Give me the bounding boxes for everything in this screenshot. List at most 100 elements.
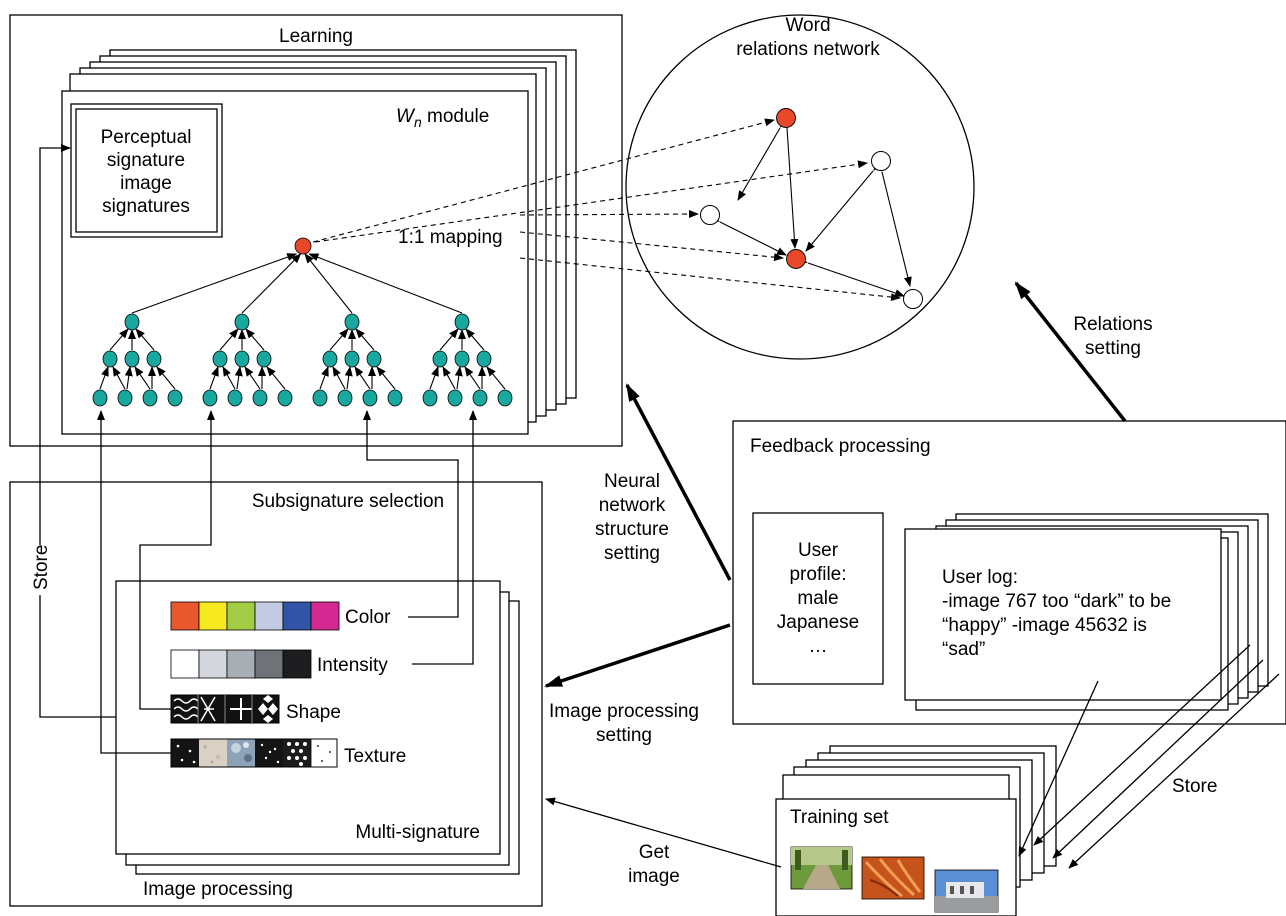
root-node-red (294, 237, 312, 255)
user-profile-box (752, 512, 884, 685)
svg-text:User: User (798, 540, 839, 561)
tree-1-mid-node (124, 350, 140, 368)
network-circle (625, 14, 975, 360)
svg-text:Store: Store (31, 545, 52, 590)
mapping-dashed-lines (312, 118, 901, 302)
user-log-line-1: User log: (942, 567, 1018, 588)
color-swatch (310, 601, 340, 631)
user-log-line-4: “sad” (942, 639, 985, 660)
word-node-bottom-right (903, 289, 923, 309)
tree-3-leaf-node (312, 389, 328, 407)
flow-labels: Relations setting Neural network structu… (549, 314, 1217, 887)
neural-trees (92, 253, 513, 407)
tree-3-mid-node (344, 350, 360, 368)
multi-signature-label: Multi-signature (355, 822, 480, 843)
color-swatch (282, 601, 312, 631)
svg-text:Japanese: Japanese (777, 612, 859, 633)
tree-2-leaf-node (252, 389, 268, 407)
tree-4-mid-node (454, 350, 470, 368)
relations-label-2: setting (1085, 338, 1141, 359)
learning-title: Learning (279, 26, 353, 47)
tree-1-leaf-node (117, 389, 133, 407)
feature-connectors (39, 144, 477, 754)
neural-label-4: setting (604, 543, 660, 564)
color-swatch (170, 601, 200, 631)
store-arrow-3 (1068, 673, 1280, 869)
neural-label-2: network (599, 495, 666, 516)
image-processing-setting-label-1: Image processing (549, 701, 699, 722)
training-photo-building (934, 869, 999, 913)
store-left-label: Store (26, 545, 56, 595)
tree-4-leaf-node (447, 389, 463, 407)
wn-module-label: Wn module (396, 106, 489, 130)
perceptual-line-4: signatures (102, 196, 190, 217)
word-node-red-top (776, 108, 796, 128)
get-image-label-1: Get (639, 842, 670, 863)
word-node-right (871, 151, 891, 171)
texture-label: Texture (344, 746, 406, 767)
flow-arrows (544, 281, 1280, 869)
relations-label-1: Relations (1073, 314, 1152, 335)
perceptual-line-2: signature (107, 150, 185, 171)
neural-setting-arrow (625, 383, 732, 581)
perceptual-signature-box: Perceptual signature image signatures (70, 103, 223, 238)
color-label: Color (345, 607, 391, 628)
feedback-panel: Feedback processing User profile: male J… (732, 420, 1286, 725)
store-arrow-1 (1033, 644, 1251, 846)
tree-3-leaf-node (337, 389, 353, 407)
user-log-box (904, 528, 1222, 701)
word-node-red-center (786, 249, 806, 269)
svg-text:profile:: profile: (789, 564, 846, 585)
image-processing-setting-label-2: setting (596, 725, 652, 746)
get-image-label-2: image (628, 866, 680, 887)
get-image-arrow (545, 797, 782, 868)
feedback-title: Feedback processing (750, 436, 931, 457)
tree-3-top-node (344, 313, 360, 331)
tree-1-leaf-node (142, 389, 158, 407)
color-swatch (226, 601, 256, 631)
texture-strip (170, 738, 338, 768)
tree-1-leaf-node (167, 389, 183, 407)
learning-panel: Learning Wn module Perceptual signature … (9, 14, 623, 447)
user-log-line-2: -image 767 too “dark” to be (942, 591, 1171, 612)
tree-1-top-node (124, 313, 140, 331)
perceptual-line-3: image (120, 173, 172, 194)
color-swatch (254, 601, 284, 631)
neural-label-1: Neural (604, 471, 660, 492)
image-processing-title: Image processing (143, 879, 293, 900)
tree-3-mid-node (366, 350, 382, 368)
mapping-label: 1:1 mapping (398, 227, 503, 248)
word-node-left (700, 205, 720, 225)
tree-3-leaf-node (362, 389, 378, 407)
shape-strip (170, 694, 280, 724)
tree-3-leaf-node (387, 389, 403, 407)
intensity-label: Intensity (317, 655, 388, 676)
store-arrow-2 (1052, 659, 1264, 859)
intensity-swatch (254, 649, 284, 679)
shape-label: Shape (286, 702, 341, 723)
svg-text:male: male (797, 588, 838, 609)
svg-text:…: … (809, 636, 828, 657)
tree-2-leaf-node (202, 389, 218, 407)
network-title-line-2: relations network (736, 39, 880, 60)
perceptual-line-1: Perceptual (101, 127, 192, 148)
tree-1-leaf-node (92, 389, 108, 407)
tree-2-top-node (234, 313, 250, 331)
training-photo-road (790, 846, 853, 890)
training-set-title: Training set (790, 807, 889, 828)
intensity-swatch (170, 649, 200, 679)
intensity-swatch (198, 649, 228, 679)
tree-4-leaf-node (422, 389, 438, 407)
tree-1-mid-node (102, 350, 118, 368)
log-to-training-arrow (1018, 680, 1099, 857)
tree-2-mid-node (256, 350, 272, 368)
image-processing-setting-arrow (544, 623, 731, 688)
tree-2-leaf-node (277, 389, 293, 407)
tree-4-leaf-node (497, 389, 513, 407)
training-panel: Training set (775, 745, 1057, 916)
tree-3-mid-node (322, 350, 338, 368)
neural-label-3: structure (595, 519, 669, 540)
image-processing-panel: Subsignature selection Image processing … (9, 481, 543, 907)
